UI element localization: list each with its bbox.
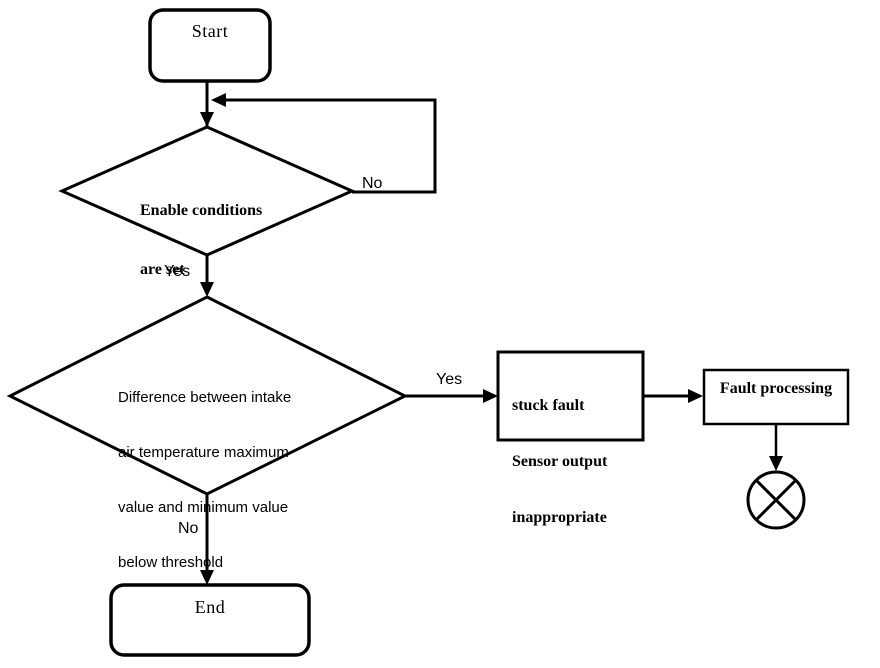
decision2-label-line2: air temperature maximum bbox=[118, 444, 289, 461]
stuck-fault-label-line2: Sensor output bbox=[512, 453, 608, 470]
arrowhead-into-terminator-icon bbox=[769, 456, 783, 471]
end-node-shape bbox=[109, 583, 311, 657]
decision1-label-line1: Enable conditions bbox=[140, 202, 263, 219]
fault-processing-box-shape bbox=[702, 368, 850, 426]
stuck-fault-label-line1: stuck fault bbox=[512, 397, 585, 414]
decision2-label-line1: Difference between intake bbox=[118, 389, 292, 406]
fault-processing-label: Fault processing bbox=[719, 380, 833, 397]
arrowhead-into-decision1-icon bbox=[200, 112, 214, 127]
arrowhead-into-decision2-icon bbox=[200, 282, 214, 297]
decision2-label-line3: value and minimum value bbox=[118, 499, 289, 516]
end-connector-icon bbox=[746, 470, 806, 530]
decision2-label: Difference between intake air temperatur… bbox=[118, 353, 291, 607]
arrowhead-into-processing-icon bbox=[688, 389, 703, 403]
edge-label-no-1: No bbox=[362, 175, 383, 192]
start-node-label: Start bbox=[191, 21, 229, 41]
decision2-label-line4: below threshold bbox=[118, 554, 224, 571]
stuck-fault-label-line3: inappropriate bbox=[512, 509, 607, 526]
decision1-label-line2: are set bbox=[140, 261, 185, 278]
edge-label-yes-2: Yes bbox=[436, 371, 463, 388]
stuck-fault-label: stuck fault Sensor output inappropriate bbox=[512, 360, 607, 564]
arrowhead-no-loop-icon bbox=[211, 93, 226, 107]
end-node-label: End bbox=[194, 597, 226, 617]
edge-decision1-no-loop bbox=[216, 98, 437, 194]
stuck-fault-box-shape bbox=[496, 350, 645, 442]
arrowhead-into-end-icon bbox=[200, 570, 214, 585]
decision1-diamond-shape bbox=[58, 125, 356, 257]
edge-label-no-2: No bbox=[178, 520, 199, 537]
decision2-diamond-shape bbox=[6, 295, 409, 496]
arrowhead-into-stuck-icon bbox=[483, 389, 498, 403]
decision1-label: Enable conditions are set bbox=[140, 163, 262, 317]
start-node-shape bbox=[148, 8, 272, 83]
edge-label-yes-1: Yes bbox=[164, 263, 191, 280]
